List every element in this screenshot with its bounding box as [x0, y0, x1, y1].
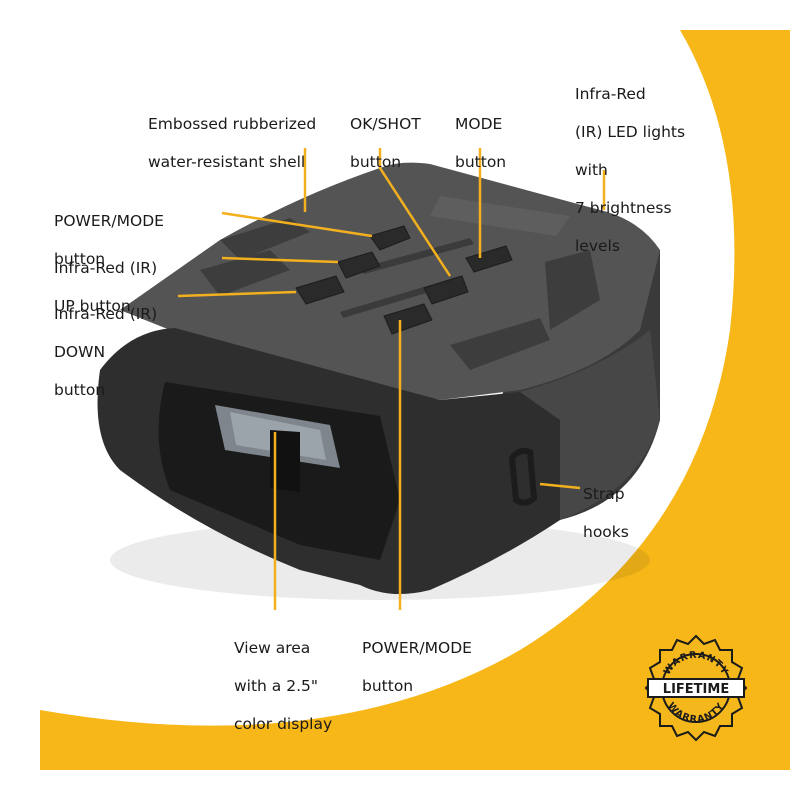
- label-ir-up: Infra-Red (IR) UP button: [54, 259, 158, 315]
- rubber-texture: [200, 218, 600, 370]
- label-power-mode-bottom: POWER/MODE button: [362, 639, 472, 695]
- label-strap: Strap hooks: [583, 485, 629, 541]
- label-ir-leds: Infra-Red (IR) LED lights with 7 brightn…: [575, 85, 686, 255]
- label-shell: Embossed rubberized water-resistant shel…: [148, 115, 317, 171]
- warranty-seal-icon: WARRANTY WARRANTY LIFETIME: [640, 632, 752, 744]
- ir-up-button: [337, 251, 381, 279]
- label-view-area: View area with a 2.5" color display: [234, 639, 333, 733]
- power-mode-button-top: [369, 225, 411, 251]
- ir-down-button: [295, 275, 345, 305]
- leader-lines: [177, 148, 606, 610]
- label-power-mode-top: POWER/MODE button: [54, 212, 164, 268]
- label-ok-shot: OK/SHOT button: [350, 115, 421, 171]
- ok-shot-button: [423, 275, 469, 305]
- label-ir-down: Infra-Red (IR) DOWN button: [54, 305, 158, 399]
- label-mode: MODE button: [455, 115, 507, 171]
- power-mode-button-bottom: [383, 303, 433, 335]
- mode-button: [465, 245, 513, 273]
- badge-middle-text: LIFETIME: [663, 682, 729, 697]
- night-vision-binoculars: [97, 162, 660, 600]
- strap-hook: [508, 447, 538, 506]
